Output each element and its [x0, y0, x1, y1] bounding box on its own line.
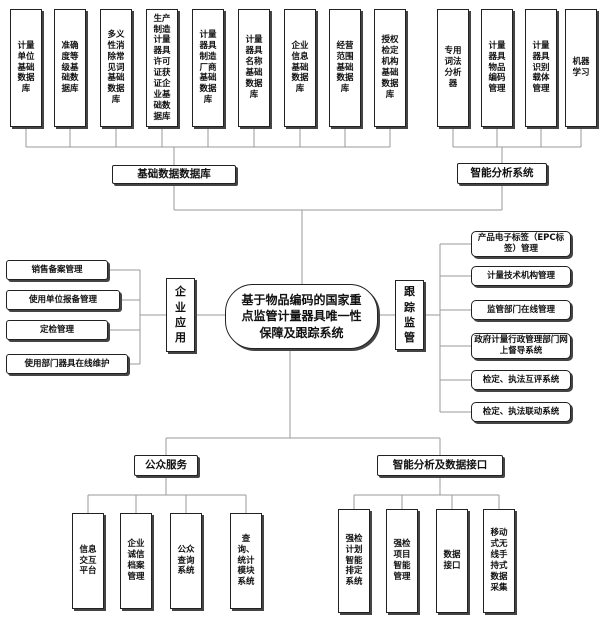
basic-db-item-9: 授权检定机构基础数据库	[374, 9, 406, 127]
basic-db-item-7: 企业信息基础数据库	[284, 9, 316, 127]
basic-db-item-3: 多义性消除常见词基础数据库	[100, 9, 132, 127]
basic-db-item-5: 计量器具制造厂商基础数据库	[192, 9, 224, 127]
analysis-item-3: 计量器具识别载体管理	[525, 9, 557, 127]
tracking-item-6: 检定、执法联动系统	[471, 402, 571, 422]
analysis-item-1: 专用词法分析器	[437, 9, 469, 127]
public-item-3: 公众查询系统	[170, 513, 202, 609]
public-service-header: 公众服务	[134, 455, 198, 476]
basic-db-item-1: 计量单位基础数据库	[10, 9, 42, 127]
tracking-item-4: 政府计量行政管理部门网上督导系统	[471, 333, 571, 359]
basic-db-header: 基础数据数据库	[112, 165, 236, 184]
tracking-label: 跟踪监管	[395, 280, 424, 350]
tracking-item-1: 产品电子标签（EPC标签）管理	[471, 231, 571, 257]
enterprise-item-3: 定检管理	[6, 320, 108, 340]
basic-db-item-4: 生产制造计量器具许可证获证企业基础数据库	[146, 9, 178, 127]
tracking-item-5: 检定、执法互评系统	[471, 370, 571, 390]
analysis-item-4: 机器学习	[565, 9, 597, 127]
basic-db-item-6: 计量器具名称基础数据库	[238, 9, 270, 127]
public-item-4: 查询、统计模块系统	[230, 513, 262, 609]
smart-item-1: 强检计划智能排定系统	[338, 509, 370, 613]
tracking-item-2: 计量技术机构管理	[471, 266, 571, 286]
analysis-item-2: 计量器具物品编码管理	[481, 9, 513, 127]
analysis-header: 智能分析系统	[457, 163, 547, 184]
center-system-title: 基于物品编码的国家重点监管计量器具唯一性保障及跟踪系统	[225, 284, 378, 349]
basic-db-item-8: 经营范围基础数据库	[329, 9, 361, 127]
public-item-2: 企业诚信档案管理	[120, 513, 152, 609]
basic-db-item-2: 准确度等级基础数据库	[54, 9, 86, 127]
enterprise-item-2: 使用单位报备管理	[6, 290, 120, 310]
enterprise-item-4: 使用部门器具在线维护	[6, 354, 128, 374]
enterprise-label: 企业应用	[166, 278, 195, 352]
enterprise-item-1: 销售备案管理	[6, 260, 108, 280]
smart-item-2: 强检项目智能管理	[386, 509, 418, 613]
tracking-item-3: 监管部门在线管理	[471, 300, 571, 320]
smart-item-4: 移动式无线手持式数据采集	[483, 509, 515, 613]
public-item-1: 信息交互平台	[72, 513, 104, 609]
smart-interface-header: 智能分析及数据接口	[377, 455, 503, 476]
smart-item-3: 数据接口	[436, 509, 468, 613]
